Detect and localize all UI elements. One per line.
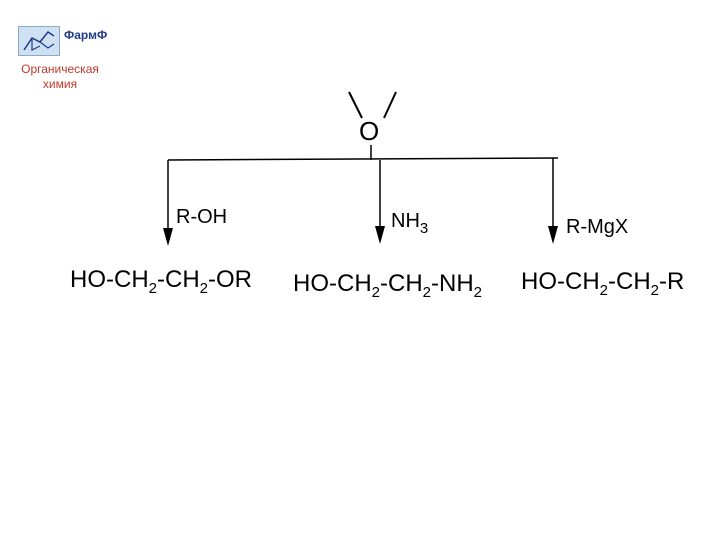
reagent-1-text: R-OH — [176, 206, 228, 228]
arrow-1-head — [163, 228, 173, 246]
product-1-sub1: 2 — [148, 280, 157, 297]
reagent-3-text: R-MgX — [566, 216, 629, 238]
arrow-3-head — [548, 226, 558, 244]
reagent-1: R-OH — [176, 206, 227, 229]
product-1: HO-CH2-CH2-OR — [70, 266, 252, 297]
product-2: HO-CH2-CH2-NH2 — [293, 270, 482, 301]
product-1-part3: -OR — [208, 266, 252, 293]
reagent-2: NH3 — [391, 210, 428, 236]
product-3-part1: HO-CH — [521, 268, 600, 295]
reagent-3: R-MgX — [566, 216, 628, 239]
product-2-part2: -CH — [380, 270, 423, 297]
subtitle: Органическая химия — [8, 62, 112, 92]
product-3-sub2: 2 — [650, 282, 659, 299]
product-2-part3: -NH — [431, 270, 474, 297]
product-1-part1: HO-CH — [70, 266, 149, 293]
epoxide-oxygen: O — [359, 116, 380, 146]
product-3: HO-CH2-CH2-R — [521, 268, 685, 299]
subtitle-line-1: Органическая — [21, 62, 99, 76]
arrow-2-head — [375, 226, 385, 244]
epoxide-bond-right — [383, 91, 397, 119]
product-2-sub2: 2 — [422, 284, 431, 301]
product-3-sub1: 2 — [599, 282, 608, 299]
product-3-part3: -R — [659, 268, 685, 295]
product-1-part2: -CH — [157, 266, 200, 293]
product-3-part2: -CH — [608, 268, 651, 295]
reagent-2-sub: 3 — [419, 220, 429, 237]
product-2-sub1: 2 — [371, 284, 380, 301]
branch-line — [167, 157, 559, 161]
product-2-sub3: 2 — [473, 284, 482, 301]
subtitle-line-2: химия — [42, 77, 78, 91]
epoxide-bond-left — [348, 91, 363, 119]
reagent-2-text: NH — [391, 210, 420, 232]
logo-title: ФармФ — [64, 28, 108, 42]
product-2-part1: HO-CH — [293, 270, 372, 297]
logo-icon — [18, 26, 60, 56]
product-1-sub2: 2 — [199, 280, 208, 297]
